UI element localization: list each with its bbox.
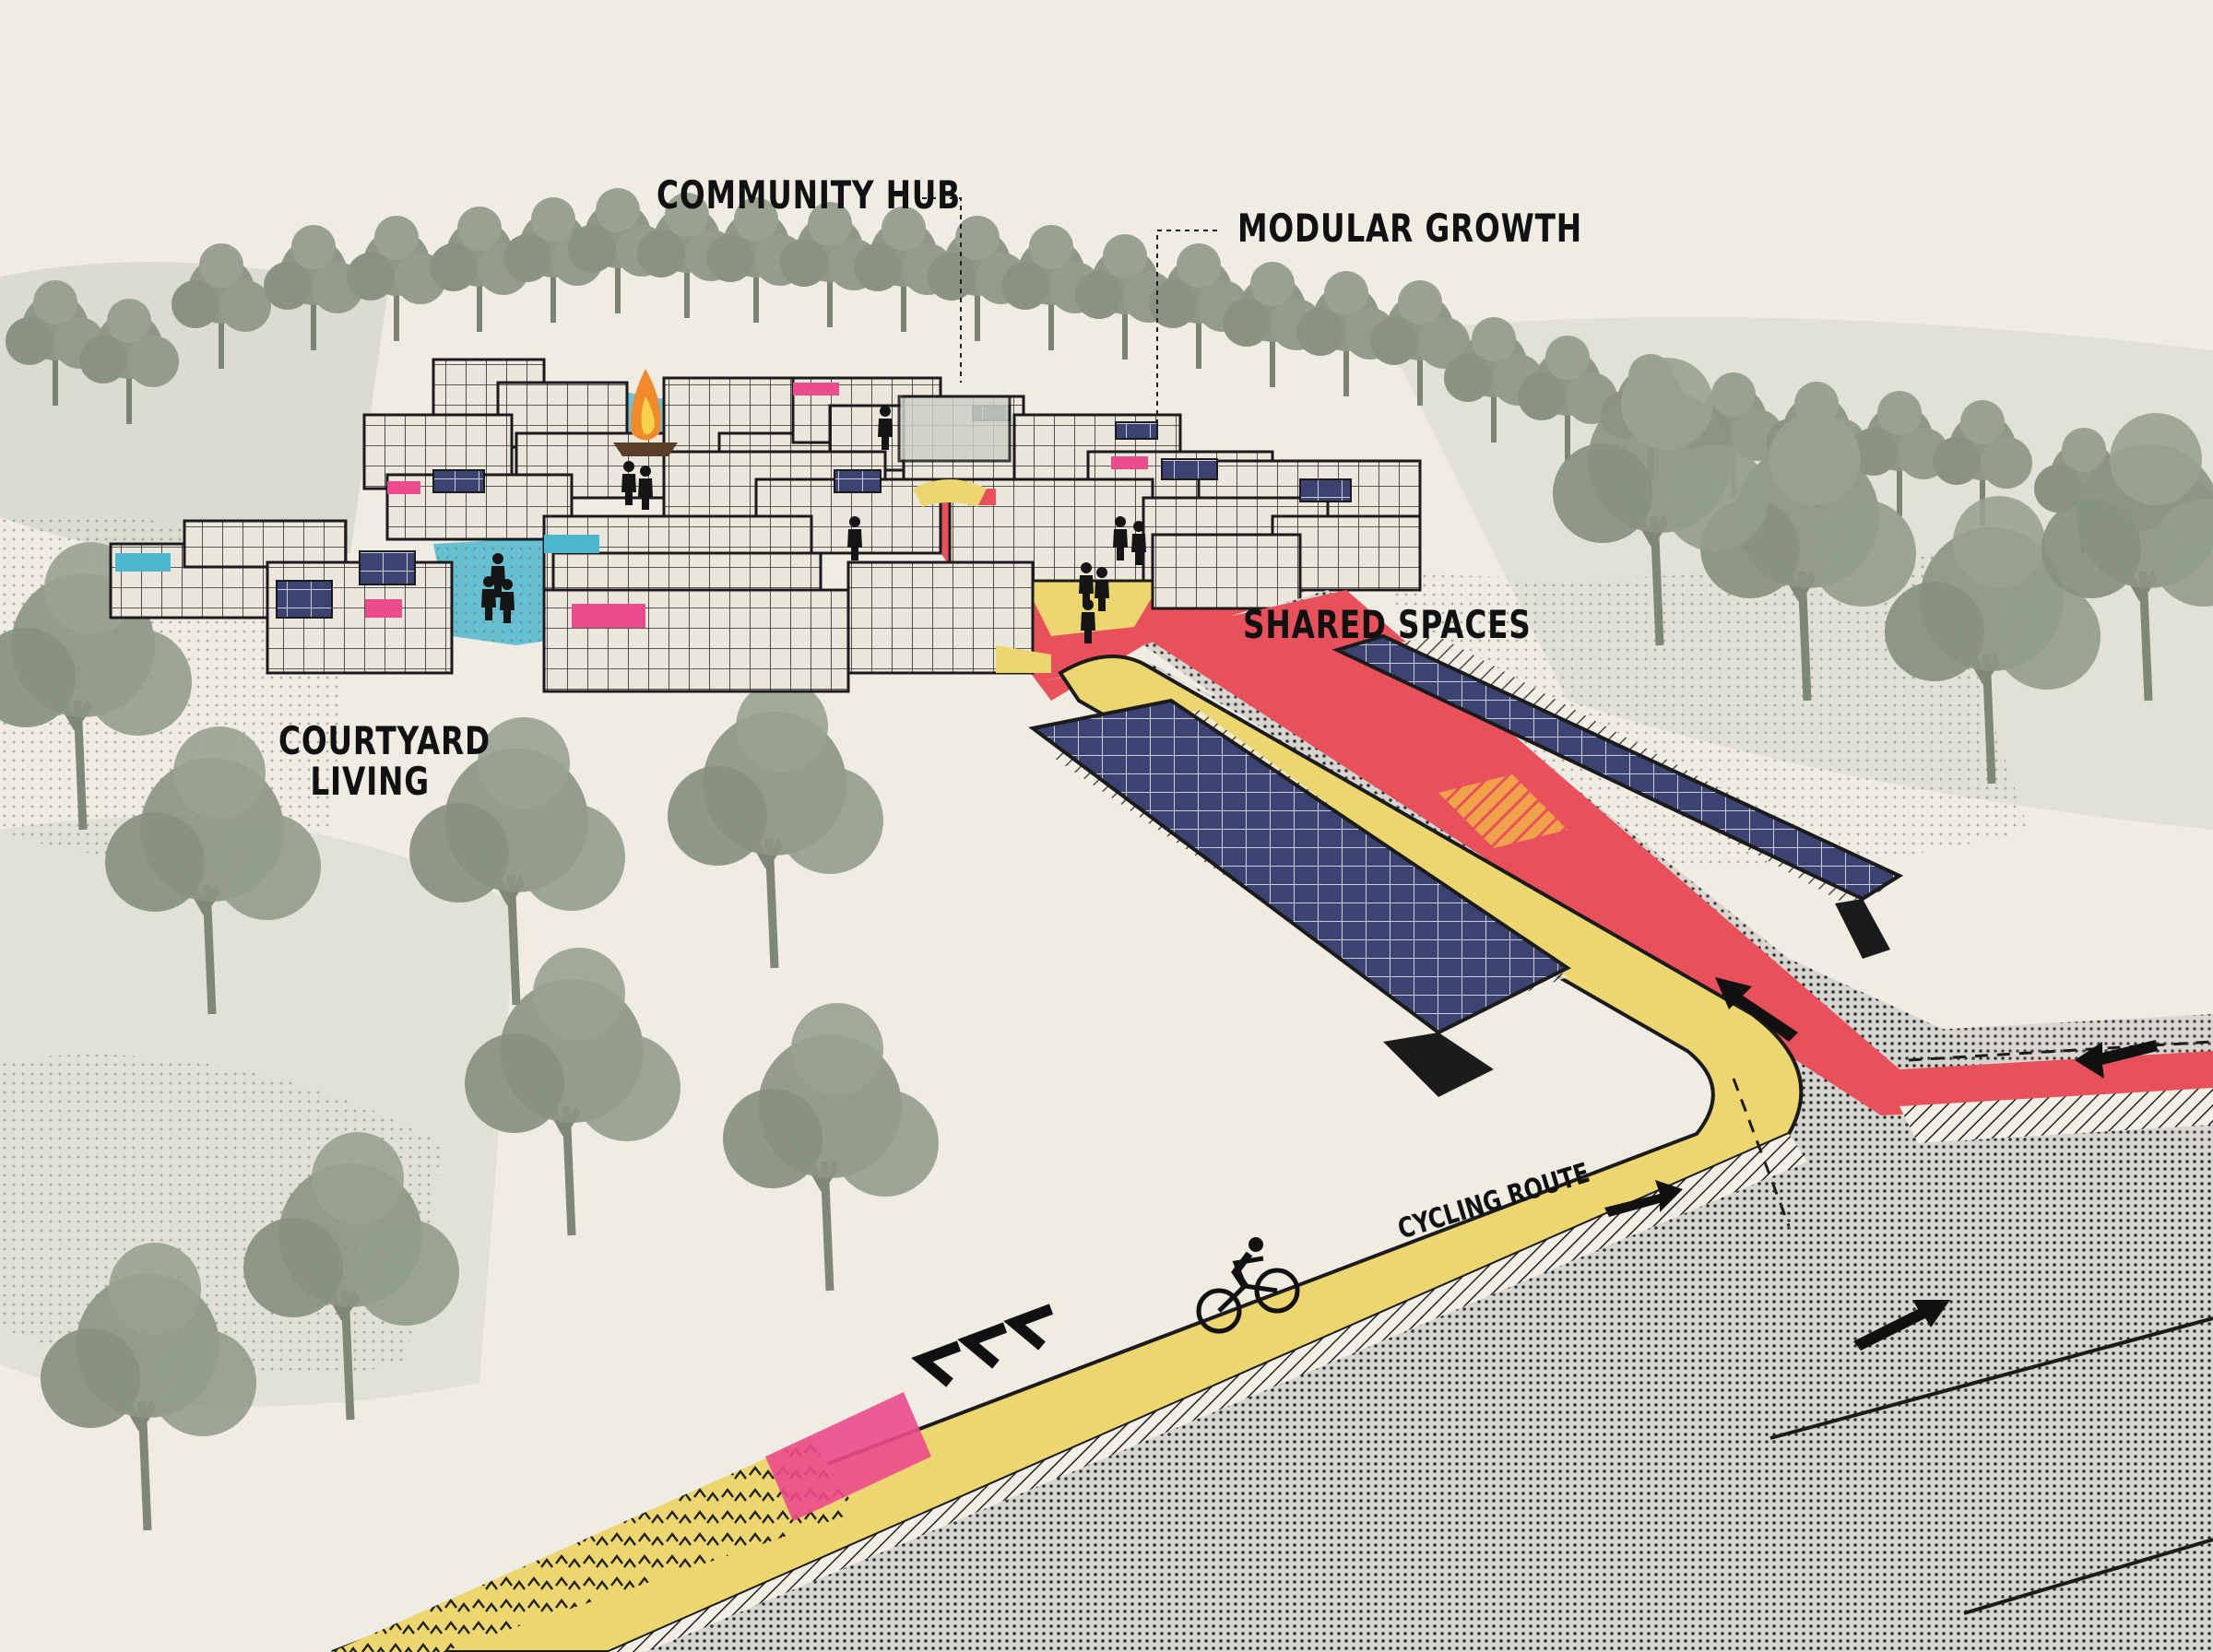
solar-canopy bbox=[1028, 633, 1904, 1097]
direction-arrow-icon bbox=[1604, 977, 2158, 1351]
solar-panel-icon bbox=[276, 405, 1352, 619]
cyclist-icon bbox=[1196, 1237, 1300, 1334]
road bbox=[331, 590, 2213, 1652]
community-hub-pavilion bbox=[897, 395, 1012, 507]
courtyard-living-line1: COURTYARD bbox=[278, 718, 491, 763]
leader-line bbox=[922, 197, 1217, 438]
courtyard-living-line2: LIVING bbox=[310, 759, 430, 805]
shared-spaces-label: SHARED SPACES bbox=[1243, 602, 1532, 647]
chevron-icon bbox=[911, 1304, 1054, 1387]
community-hub-label: COMMUNITY HUB bbox=[657, 172, 961, 218]
campfire-icon bbox=[613, 369, 678, 456]
modular-growth-label: MODULAR GROWTH bbox=[1237, 206, 1582, 251]
courtyard-living-label: COURTYARD LIVING bbox=[278, 718, 491, 805]
